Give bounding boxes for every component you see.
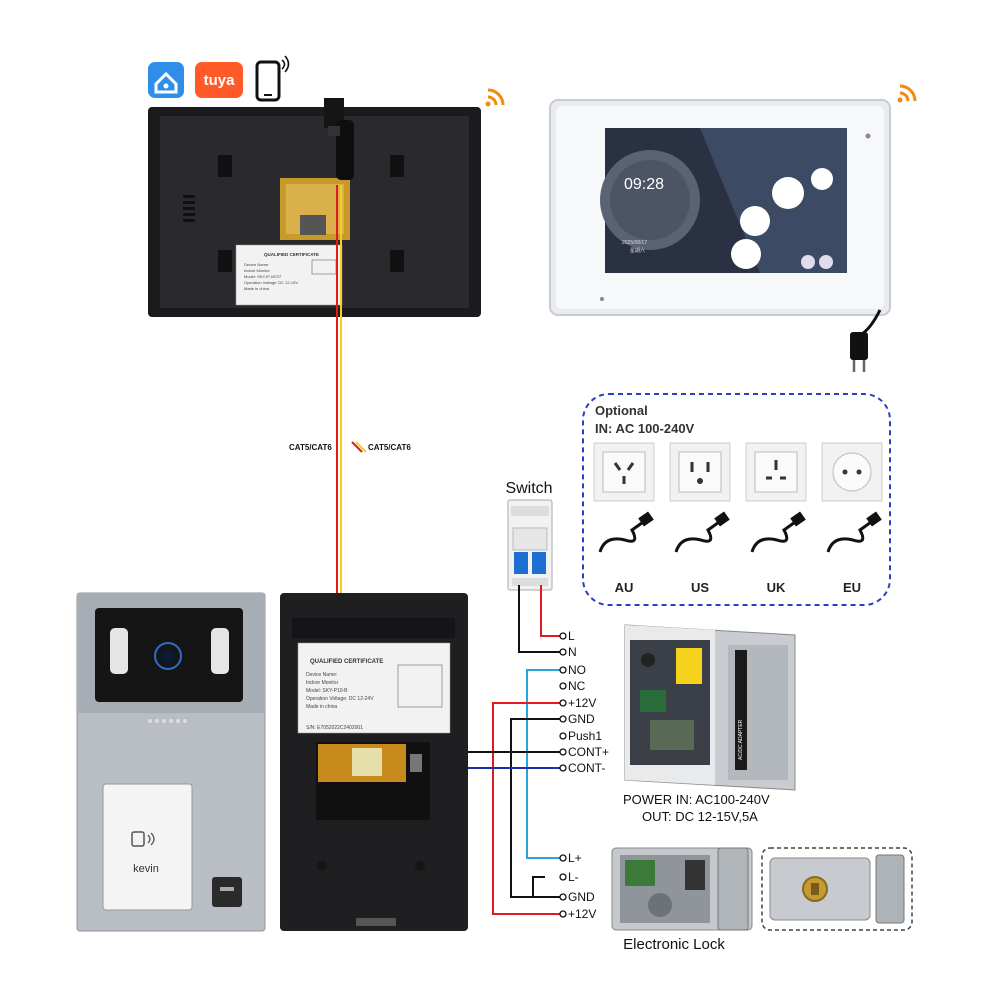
plug-label-us: US: [691, 580, 709, 595]
svg-text:Device Name:: Device Name:: [306, 672, 337, 678]
terminal-cont-plus: CONT+: [559, 745, 609, 759]
monitor-label-line: Made in china: [244, 286, 270, 291]
circuit-breaker: Switch: [505, 480, 553, 591]
tuya-label: tuya: [204, 72, 236, 89]
plug-label-au: AU: [615, 580, 634, 595]
monitor-label-title: QUALIFIED CERTIFICATE: [264, 252, 319, 257]
indoor-monitor-back: QUALIFIED CERTIFICATE Device Name: Indoo…: [148, 98, 481, 317]
terminal-L: L: [559, 629, 575, 643]
terminal-block: L N NO NC +12V GND Push1 CONT+ CONT- L+ …: [559, 629, 609, 921]
indoor-monitor-front: 09:28 2025/08/17 星期六: [549, 99, 891, 316]
terminal-lock-L-plus: L+: [559, 851, 582, 865]
monitor-weekday: 星期六: [630, 247, 645, 254]
monitor-date: 2025/08/17: [622, 240, 647, 246]
psu-case-label: AC/DC ADAPTER: [738, 719, 744, 760]
switch-title: Switch: [505, 480, 552, 497]
optional-input: IN: AC 100-240V: [595, 421, 695, 436]
terminal-lock-12v: +12V: [559, 907, 596, 921]
terminal-lock-GND: GND: [559, 890, 595, 904]
terminal-push1: Push1: [559, 729, 602, 743]
svg-text:+12V: +12V: [568, 696, 596, 710]
cable-splice-icon: [351, 441, 367, 453]
uk-cable-icon: [750, 518, 799, 553]
svg-text:+12V: +12V: [568, 907, 596, 921]
svg-text:Model: SKY-P10-B: Model: SKY-P10-B: [306, 688, 348, 694]
monitor-time: 09:28: [624, 176, 664, 193]
plug-label-eu: EU: [843, 580, 861, 595]
smartphone-icon: [255, 55, 290, 102]
svg-text:S/N: E7052022C2402001: S/N: E7052022C2402001: [306, 725, 363, 731]
tuya-app-icon: tuya: [195, 62, 243, 98]
monitor-label-line: Indoor Monitor: [244, 268, 270, 273]
terminal-lock-L-minus: L-: [559, 870, 579, 884]
door-station-back: QUALIFIED CERTIFICATE Device Name: Indoo…: [280, 593, 468, 931]
terminal-N: N: [559, 645, 577, 659]
svg-text:Made in china: Made in china: [306, 704, 337, 710]
electronic-lock-internal: [611, 847, 753, 931]
wifi-icon: [485, 88, 505, 107]
power-supply: AC/DC ADAPTER: [624, 624, 796, 791]
us-socket-icon: [669, 442, 731, 502]
svg-text:NC: NC: [568, 679, 586, 693]
svg-text:CONT-: CONT-: [568, 761, 605, 775]
cable-label: CAT5/CAT6: [289, 443, 332, 452]
au-cable-icon: [598, 518, 647, 553]
terminal-GND: GND: [559, 712, 595, 726]
svg-text:GND: GND: [568, 890, 595, 904]
terminal-NO: NO: [559, 663, 586, 677]
svg-text:CONT+: CONT+: [568, 745, 609, 759]
eu-plug-icon: [850, 309, 882, 372]
terminal-12v: +12V: [559, 696, 596, 710]
au-socket-icon: [593, 442, 655, 502]
lock-title: Electronic Lock: [623, 936, 725, 953]
optional-title: Optional: [595, 403, 648, 418]
svg-text:N: N: [568, 645, 577, 659]
terminal-cont-minus: CONT-: [559, 761, 605, 775]
electronic-lock-external: [761, 847, 913, 931]
svg-text:GND: GND: [568, 712, 595, 726]
door-station-brand: kevin: [133, 863, 159, 875]
eu-cable-icon: [826, 518, 875, 553]
plug-label-uk: UK: [767, 580, 786, 595]
wifi-icon: [897, 84, 917, 103]
svg-text:L: L: [568, 629, 575, 643]
cable-label: CAT5/CAT6: [368, 443, 411, 452]
svg-text:NO: NO: [568, 663, 586, 677]
svg-text:Operation Voltage: DC 12-24V: Operation Voltage: DC 12-24V: [306, 696, 374, 702]
door-back-label-title: QUALIFIED CERTIFICATE: [310, 659, 383, 665]
svg-text:L-: L-: [568, 870, 579, 884]
smart-home-app-icon: [148, 62, 184, 98]
us-cable-icon: [674, 518, 723, 553]
psu-spec-in: POWER IN: AC100-240V: [623, 792, 770, 807]
door-station-front: kevin: [76, 592, 266, 932]
rfid-icon: [131, 831, 155, 847]
svg-text:Push1: Push1: [568, 729, 602, 743]
psu-spec-out: OUT: DC 12-15V,5A: [642, 809, 758, 824]
uk-socket-icon: [745, 442, 807, 502]
svg-text:Indoor Monitor: Indoor Monitor: [306, 680, 339, 686]
svg-text:L+: L+: [568, 851, 582, 865]
eu-socket-icon: [821, 442, 883, 502]
terminal-NC: NC: [559, 679, 586, 693]
optional-power-box: Optional IN: AC 100-240V AU US UK EU: [582, 393, 891, 606]
monitor-label-line: Model: SKY-IP-M707: [244, 274, 282, 279]
monitor-label-line: Operation Voltage: DC 12-15V: [244, 280, 298, 285]
monitor-label-line: Device Name:: [244, 262, 269, 267]
